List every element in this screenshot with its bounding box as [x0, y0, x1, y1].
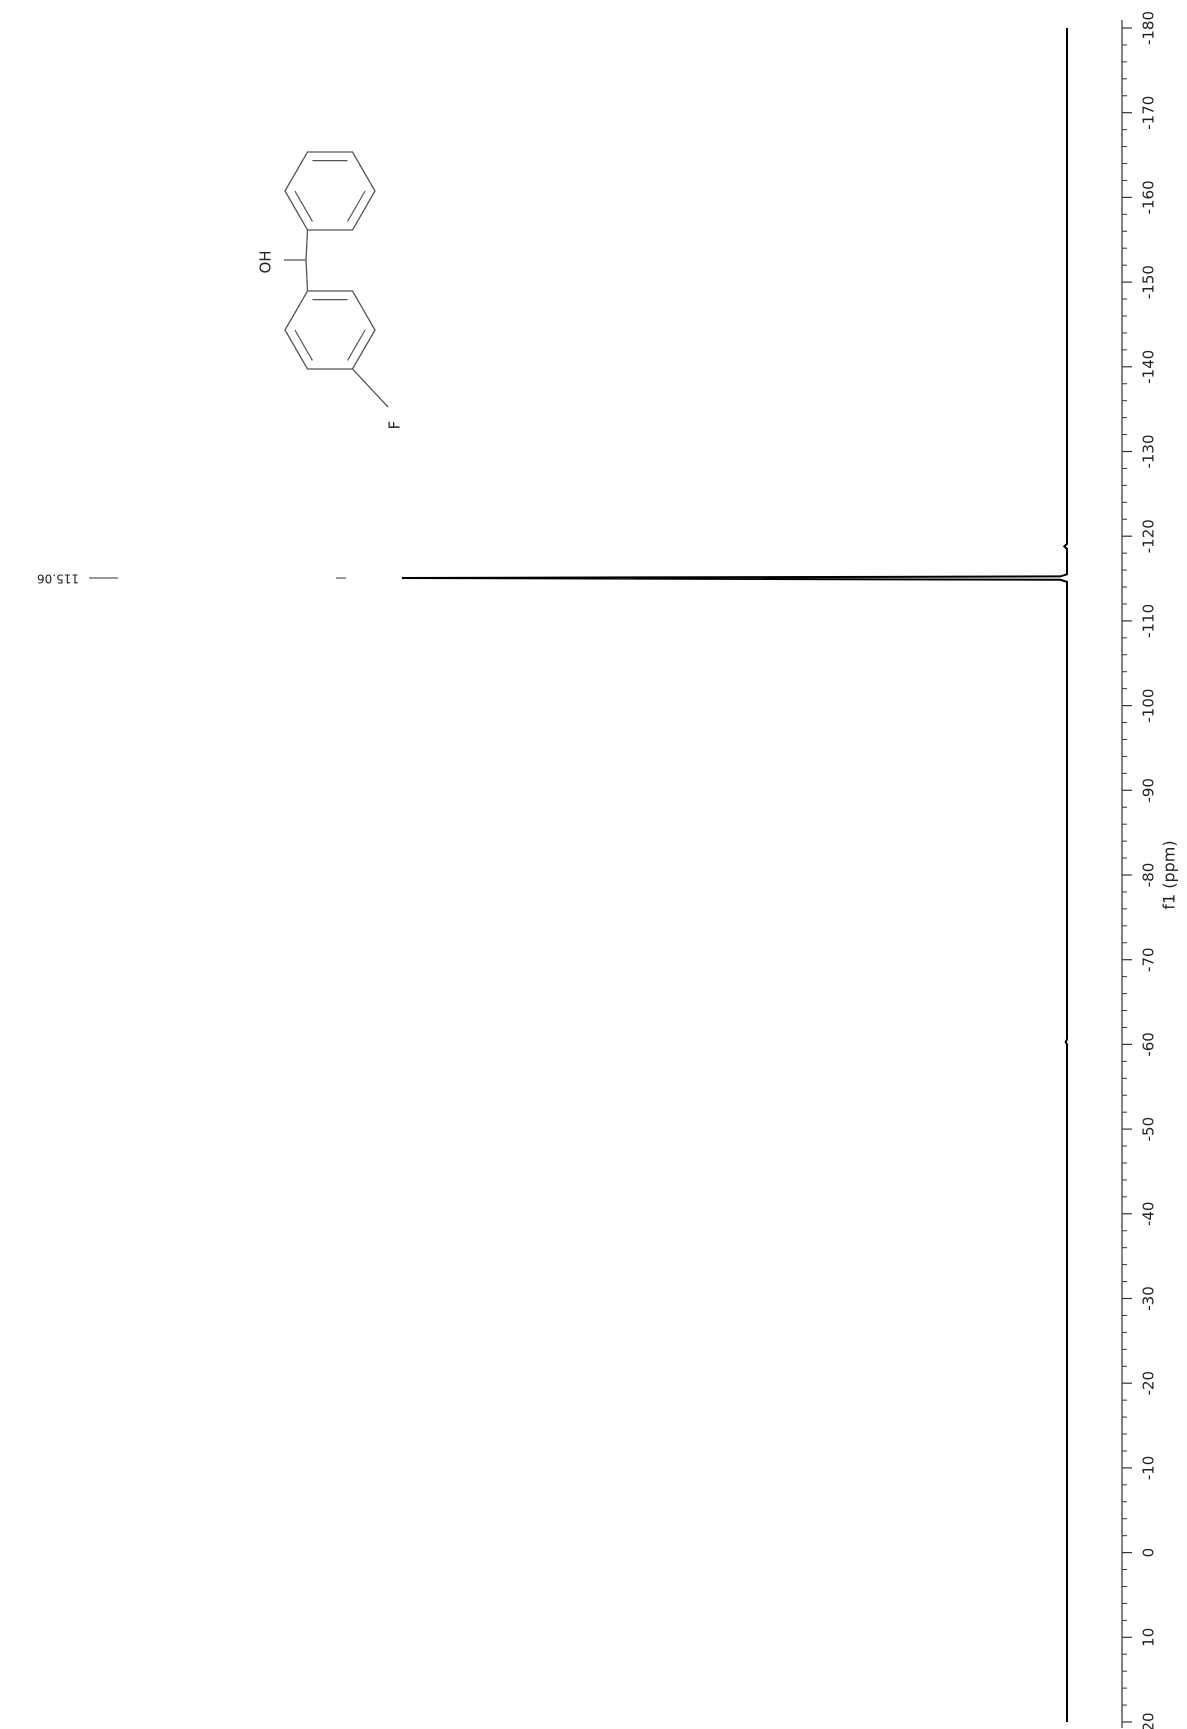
x-tick-label: -120 [1140, 519, 1158, 553]
fluorophenyl-ring-double-bond [294, 329, 313, 361]
bond-fluorophenyl [305, 259, 309, 292]
x-tick-label: -10 [1140, 1456, 1158, 1481]
x-tick-label: 0 [1140, 1548, 1158, 1558]
x-tick-label: 10 [1140, 1628, 1158, 1647]
x-tick-label: -160 [1140, 180, 1158, 214]
peak-label: 115.06 [37, 572, 79, 586]
phenyl-ring-double-bond [294, 190, 313, 222]
x-tick-label: -140 [1140, 350, 1158, 384]
spectrum-trace-group [401, 28, 1068, 1722]
x-tick-label: -50 [1140, 1117, 1158, 1142]
x-axis: 20 10 0 -10 -20 -30 -40 -50 -60 -70 -80 -90 -100 -110… [1121, 11, 1179, 1729]
x-tick-label: -80 [1140, 863, 1158, 888]
phenyl-ring-double-bond [347, 190, 366, 222]
x-tick-label: -180 [1140, 11, 1158, 45]
x-tick-label: -110 [1140, 604, 1158, 638]
atom-label-f: F [386, 421, 404, 430]
fluorophenyl-ring [284, 290, 376, 370]
x-tick-label: -30 [1140, 1286, 1158, 1311]
x-tick-label: -130 [1140, 434, 1158, 468]
bond-f [352, 368, 389, 408]
atom-label-oh: OH [257, 250, 275, 273]
x-axis-title: f1 (ppm) [1160, 840, 1179, 909]
bond-phenyl [305, 229, 309, 261]
x-tick-label: -150 [1140, 265, 1158, 299]
x-tick-label: 20 [1140, 1712, 1158, 1729]
fluorophenyl-ring-double-bond [347, 329, 366, 361]
x-tick-label: -20 [1140, 1371, 1158, 1396]
x-tick-label: -40 [1140, 1202, 1158, 1227]
peak-label-group: 115.06 [37, 572, 346, 586]
x-tick-label: -90 [1140, 778, 1158, 803]
x-tick-label: -60 [1140, 1032, 1158, 1057]
chemical-structure: OH F [257, 151, 404, 430]
x-tick-label: -100 [1140, 689, 1158, 723]
spectrum-trace [401, 28, 1068, 1722]
x-tick-label: -70 [1140, 947, 1158, 972]
phenyl-ring [284, 151, 376, 231]
x-tick-label: -170 [1140, 96, 1158, 130]
